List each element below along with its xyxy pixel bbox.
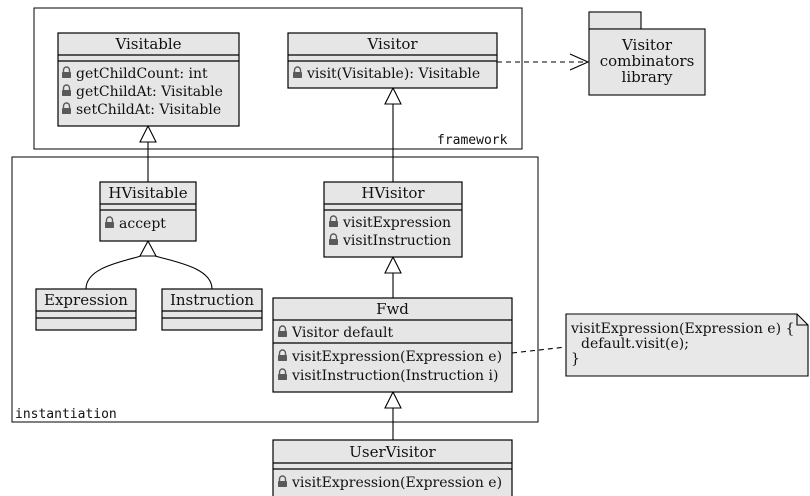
edges bbox=[85, 53, 590, 440]
class-instruction[interactable]: Instruction bbox=[161, 288, 263, 331]
class-expression[interactable]: Expression bbox=[35, 288, 137, 331]
class-visitor[interactable]: Visitor visit(Visitable): Visitable bbox=[287, 32, 498, 89]
method: visitExpression(Expression e) bbox=[291, 349, 502, 365]
class-name: Instruction bbox=[170, 291, 254, 309]
class-uservisitor[interactable]: UserVisitor visitExpression(Expression e… bbox=[272, 439, 513, 496]
member: setChildAt: Visitable bbox=[76, 102, 221, 118]
class-name: Fwd bbox=[376, 300, 409, 318]
member: visitExpression bbox=[342, 215, 451, 231]
class-name: Visitable bbox=[114, 35, 181, 53]
instantiation-frame: instantiation bbox=[11, 156, 539, 423]
member: visitInstruction bbox=[342, 233, 451, 249]
class-hvisitable[interactable]: HVisitable accept bbox=[99, 181, 197, 242]
package-label-line: library bbox=[622, 68, 673, 86]
generalization-arrowhead bbox=[384, 86, 402, 105]
note-line: } bbox=[571, 351, 580, 367]
framework-frame: framework bbox=[33, 7, 523, 150]
note-line: visitExpression(Expression e) { bbox=[570, 321, 794, 337]
instantiation-label: instantiation bbox=[15, 407, 117, 422]
framework-label: framework bbox=[437, 133, 508, 148]
note-line: default.visit(e); bbox=[581, 336, 689, 352]
class-name: HVisitor bbox=[361, 184, 425, 202]
package-label-line: Visitor bbox=[621, 36, 673, 54]
package-label-line: combinators bbox=[600, 52, 695, 70]
dependency-arrowhead bbox=[569, 53, 590, 71]
field: Visitor default bbox=[291, 325, 393, 341]
class-name: Expression bbox=[44, 291, 128, 309]
generalization-instruction-hvisitable bbox=[154, 255, 213, 290]
class-name: HVisitable bbox=[108, 184, 187, 202]
note-fold-icon bbox=[796, 314, 808, 326]
class-name: Visitor bbox=[366, 35, 418, 53]
member: visit(Visitable): Visitable bbox=[306, 66, 480, 82]
generalization-arrowhead bbox=[384, 255, 402, 274]
note-connector bbox=[511, 346, 567, 354]
member: getChildCount: int bbox=[76, 66, 208, 82]
method: visitInstruction(Instruction i) bbox=[291, 368, 498, 384]
package-visitor-combinators-library[interactable]: Visitor combinators library bbox=[588, 11, 706, 96]
member: accept bbox=[119, 216, 166, 232]
class-visitable[interactable]: Visitable getChildCount: int getChildAt:… bbox=[57, 32, 240, 127]
generalization-arrowhead bbox=[384, 390, 402, 409]
note[interactable]: visitExpression(Expression e) { default.… bbox=[565, 313, 809, 377]
class-hvisitor[interactable]: HVisitor visitExpression visitInstructio… bbox=[323, 181, 463, 258]
generalization-expression-hvisitable bbox=[85, 255, 142, 290]
class-name: UserVisitor bbox=[349, 443, 436, 461]
generalization-arrowhead bbox=[139, 239, 157, 257]
generalization-arrowhead bbox=[139, 124, 157, 143]
class-fwd[interactable]: Fwd Visitor default visitExpression(Expr… bbox=[272, 297, 513, 393]
member: visitExpression(Expression e) bbox=[291, 475, 502, 491]
member: getChildAt: Visitable bbox=[76, 84, 223, 100]
